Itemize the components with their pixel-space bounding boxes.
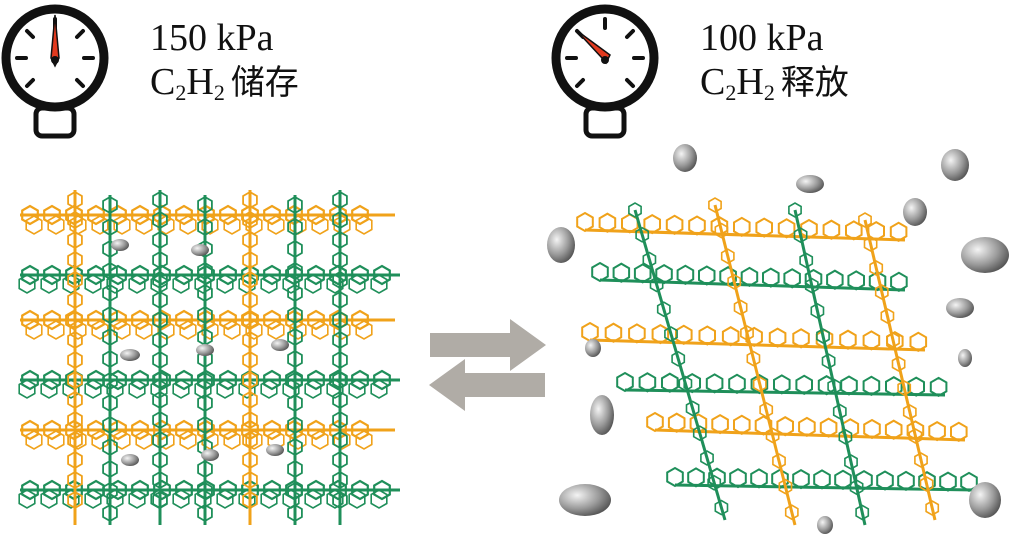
equilibrium-arrows-icon: [420, 315, 555, 420]
right-pressure-text: 100 kPa: [700, 16, 849, 60]
left-pressure-text: 150 kPa: [150, 16, 299, 60]
right-action-text: 释放: [781, 63, 849, 103]
left-pressure-gauge-icon: [0, 0, 110, 145]
right-pressure-gauge-icon: [550, 0, 660, 145]
right-framework-illustration: [545, 140, 1015, 544]
left-action-text: 储存: [231, 63, 299, 103]
left-framework-illustration: [0, 180, 420, 540]
